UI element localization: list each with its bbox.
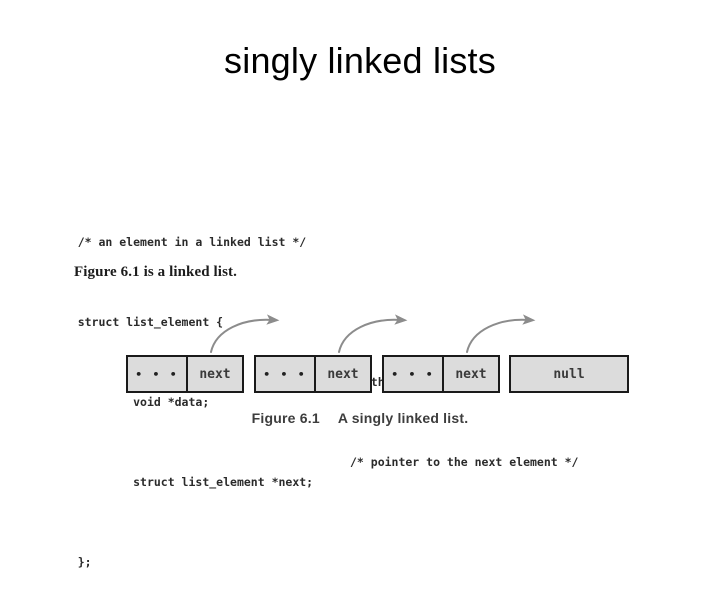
node-next-cell: next (441, 357, 498, 391)
node-next-cell: next (185, 357, 242, 391)
code-line: }; (50, 532, 313, 569)
code-line-text: }; (77, 555, 92, 569)
page-title: singly linked lists (224, 40, 496, 81)
code-line-text: struct list_element *next; (77, 475, 314, 489)
figure-caption: Figure 6.1 A singly linked list. (0, 410, 720, 426)
code-inline-comment: /* pointer to the next element */ (350, 455, 579, 469)
null-label: null (553, 366, 585, 382)
node-next-cell: next (313, 357, 370, 391)
node-data-cell: • • • (391, 367, 435, 381)
list-node: • • • next (126, 355, 244, 393)
figure-reference-text: Figure 6.1 is a linked list. (74, 264, 237, 280)
code-line-text: /* an element in a linked list */ (77, 235, 307, 249)
list-node: • • • next (254, 355, 372, 393)
node-data-cell: • • • (263, 367, 307, 381)
figure-caption-number: Figure 6.1 (251, 410, 320, 426)
code-line: struct list_element *next; /* pointer to… (50, 452, 578, 489)
list-node: • • • next (382, 355, 500, 393)
list-terminator-node: null (509, 355, 629, 393)
code-line: /* an element in a linked list */ (50, 212, 313, 249)
slide-canvas: { "slide": { "title": "singly linked lis… (0, 40, 720, 569)
code-line-text: void *data; (77, 395, 210, 409)
figure-caption-text: A singly linked list. (337, 410, 469, 426)
node-data-cell: • • • (135, 367, 179, 381)
